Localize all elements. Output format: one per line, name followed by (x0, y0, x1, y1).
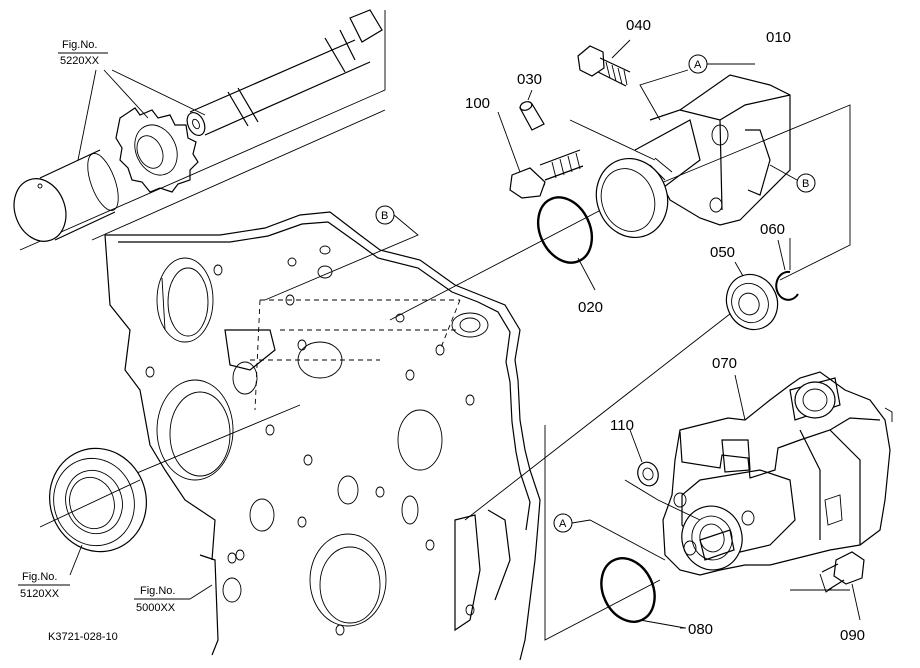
snapring-060 (775, 239, 799, 301)
part-number-080: 080 (688, 621, 713, 638)
oring-020 (536, 196, 596, 291)
part-number-100: 100 (465, 95, 490, 112)
part-number-050: 050 (710, 244, 735, 261)
callout-letter: B (802, 178, 809, 190)
hydraulic-pump-070 (544, 371, 893, 641)
drawing-code: K3721-028-10 (48, 631, 118, 643)
pump-housing-010 (539, 74, 851, 281)
bearing-050 (725, 261, 779, 331)
nut-110 (624, 429, 701, 521)
bolt-090 (819, 551, 865, 621)
part-number-060: 060 (760, 221, 785, 238)
figure-ref-label: Fig.No. (140, 585, 175, 597)
figure-ref-label: Fig.No. (62, 39, 97, 51)
figure-ref-5220: Fig.No. 5220XX (58, 39, 108, 67)
part-labels: 010 020 030 040 050 060 070 080 090 100 … (465, 17, 865, 644)
figure-ref-number: 5220XX (60, 55, 100, 67)
figure-ref-5120: Fig.No. 5120XX (18, 571, 70, 600)
part-number-040: 040 (626, 17, 651, 34)
oring-080 (600, 557, 686, 629)
callout-letter: A (559, 518, 567, 530)
bolt-100 (497, 111, 584, 199)
part-number-110: 110 (610, 417, 634, 434)
callout-a-top: A (639, 54, 755, 121)
bearing-5120 (39, 447, 147, 576)
figure-ref-5000: Fig.No. 5000XX (134, 584, 213, 614)
figure-ref-number: 5000XX (136, 602, 176, 614)
part-number-070: 070 (712, 355, 737, 372)
part-number-020: 020 (578, 299, 603, 316)
callout-b-top: B (264, 205, 419, 301)
gear-case (104, 211, 541, 661)
part-number-030: 030 (517, 71, 542, 88)
figure-ref-number: 5120XX (20, 588, 60, 600)
shaft-assembly (13, 9, 386, 251)
pin-030 (519, 89, 545, 131)
callout-b-right: B (769, 164, 816, 193)
callout-a-bottom: A (553, 513, 666, 561)
alignment-lines (119, 199, 736, 521)
part-number-010: 010 (766, 29, 791, 46)
callout-letter: A (694, 59, 702, 71)
bolt-040 (577, 39, 631, 87)
callout-letter: B (381, 210, 388, 222)
figure-ref-label: Fig.No. (22, 571, 57, 583)
part-number-090: 090 (840, 627, 865, 644)
